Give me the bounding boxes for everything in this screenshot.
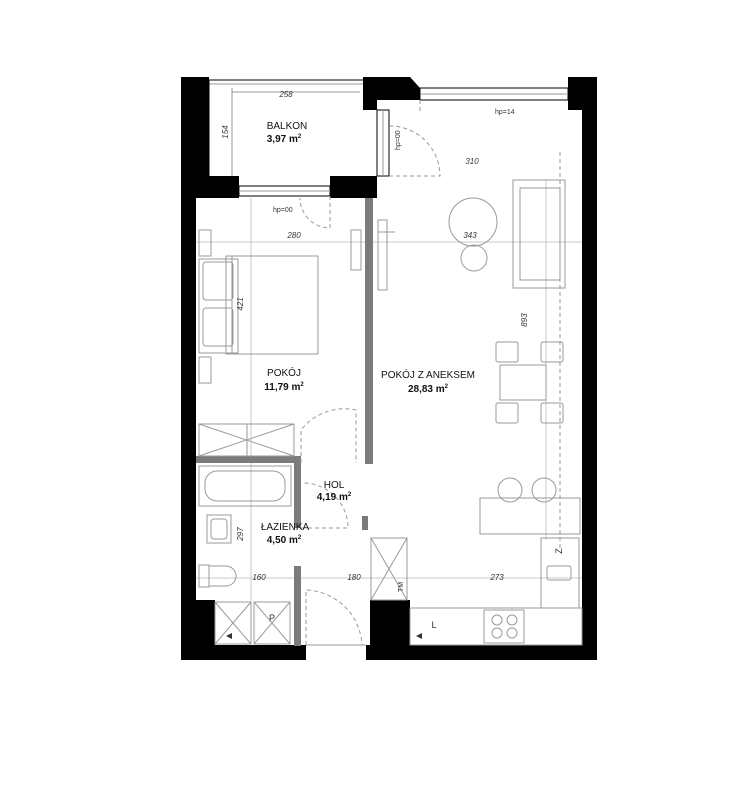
nightstand (198, 356, 212, 384)
bathtub (198, 465, 292, 507)
room-name-lazienka: ŁAZIENKA (261, 522, 310, 533)
bedroom-door-swing (300, 408, 357, 463)
hp-door-left: hp=00 (273, 207, 293, 214)
room-area-pokoj-line: 11,79 m2 (264, 382, 304, 393)
fixture-z-label: Z (554, 548, 564, 554)
dim-297: 297 (236, 527, 245, 542)
dim-421: 421 (236, 297, 245, 310)
room-area-pokoj-aneks-line: 28,83 m2 (408, 384, 449, 395)
room-name-pokoj-aneks: POKÓJ Z ANEKSEM (381, 368, 475, 381)
room-label-pokoj: POKÓJ 11,79 m2 (264, 366, 304, 393)
room-name-balkon: BALKON (267, 121, 308, 132)
room-label-pokoj-aneks: POKÓJ Z ANEKSEM 28,83 m2 (381, 368, 475, 395)
room-area-hol: 4,19 m (317, 492, 348, 503)
room-area-pokoj-aneks: 28,83 m (408, 384, 445, 395)
sofa (512, 179, 566, 289)
toilet (198, 564, 237, 588)
hp-window-top: hp=14 (495, 109, 515, 116)
room-area-pokoj-unit: 2 (300, 382, 304, 388)
hp-door-right: hp=00 (395, 130, 402, 150)
balcony (208, 79, 569, 229)
dim-273: 273 (489, 573, 504, 582)
sink (206, 514, 232, 544)
tv-unit (377, 219, 395, 291)
walls (181, 77, 597, 660)
partitions (196, 198, 373, 646)
dim-160: 160 (252, 573, 266, 582)
dim-180: 180 (347, 573, 361, 582)
room-area-hol-unit: 2 (348, 492, 352, 498)
coffee-table (448, 197, 498, 247)
room-name-pokoj: POKÓJ (267, 366, 301, 379)
kitchen-island (479, 477, 581, 535)
fridge (370, 537, 408, 601)
fixture-tm-label: TM (398, 582, 405, 592)
room-area-lazienka-line: 4,50 m2 (267, 535, 302, 546)
dim-310: 310 (465, 157, 479, 166)
bed (198, 255, 319, 355)
tv-stand (350, 229, 362, 271)
room-area-balkon-unit: 2 (298, 134, 302, 140)
dim-balkon-depth: 154 (221, 125, 230, 139)
room-label-lazienka: ŁAZIENKA 4,50 m2 (261, 522, 310, 546)
nightstand-top (198, 229, 212, 257)
wardrobe (198, 423, 295, 457)
room-area-balkon: 3,97 m (267, 134, 298, 145)
bath-door-swing (301, 482, 349, 529)
fixture-p-label: P (269, 613, 275, 623)
washing-machine (214, 601, 252, 645)
room-area-balkon-line: 3,97 m2 (267, 134, 302, 145)
room-area-lazienka-unit: 2 (298, 535, 302, 541)
dryer (253, 601, 291, 645)
entrance-door-swing (305, 589, 363, 646)
vent-marker-left (226, 633, 232, 639)
dim-893: 893 (520, 313, 529, 327)
pouf (460, 244, 488, 272)
dim-280: 280 (286, 231, 301, 240)
room-area-lazienka: 4,50 m (267, 535, 298, 546)
dining-table (495, 341, 564, 424)
dim-343: 343 (463, 231, 477, 240)
room-area-pokoj-aneks-unit: 2 (445, 384, 449, 390)
room-area-pokoj: 11,79 m (264, 382, 300, 393)
fixture-l-label: L (431, 620, 436, 630)
room-area-hol-line: 4,19 m2 (317, 492, 352, 503)
kitchen-counter (409, 537, 583, 646)
room-label-balkon: BALKON 3,97 m2 (267, 121, 308, 145)
vent-marker-right (416, 633, 422, 639)
room-label-hol: HOL 4,19 m2 (317, 480, 352, 503)
dim-balkon-width: 258 (278, 90, 293, 99)
room-name-hol: HOL (324, 480, 345, 491)
